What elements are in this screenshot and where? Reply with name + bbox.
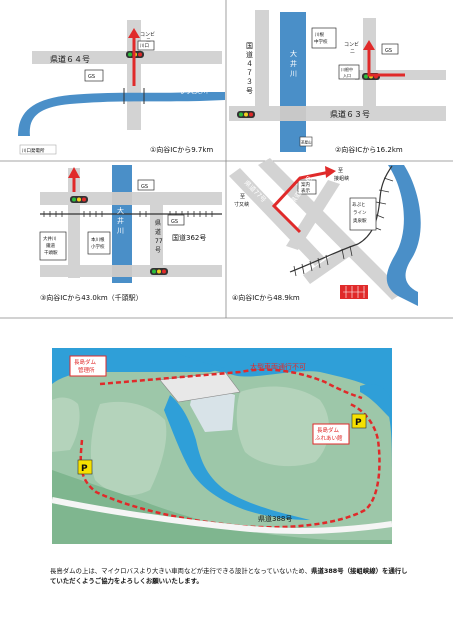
svg-text:表示: 表示	[301, 187, 310, 194]
svg-text:７: ７	[246, 69, 253, 77]
panel-4-sign-label: 案内	[301, 181, 310, 188]
svg-text:３: ３	[246, 78, 253, 86]
panel-2-chaya-label: 茶屋山	[301, 140, 312, 145]
panel-3-map: 大 井 川 GS GS 県 道 77 号 国道362号 本川根 小学校 大井川 …	[39, 165, 222, 302]
panel-3-river-label: 大	[117, 206, 124, 215]
panel-3-station-label: 大井川	[43, 235, 57, 242]
svg-text:管理所: 管理所	[78, 366, 95, 374]
dam-area-map: 長島ダム 管理所 大型車両通行不可 長島ダム ふれあい館 P P 県道388号	[51, 348, 393, 544]
svg-text:小学校: 小学校	[91, 243, 105, 250]
svg-text:ふれあい館: ふれあい館	[315, 434, 343, 442]
svg-text:77: 77	[155, 238, 163, 245]
dam-notice-label: 大型車両通行不可	[250, 362, 306, 371]
panel-2-river-label: 大	[290, 49, 297, 58]
panel-2-road-h-label: 県道６３号	[330, 109, 370, 119]
panel-1-river-label: 伊久美川	[180, 86, 208, 95]
svg-text:号: 号	[155, 247, 161, 254]
svg-text:千頭駅: 千頭駅	[44, 249, 58, 256]
svg-text:道: 道	[155, 228, 161, 236]
svg-text:寸又峡: 寸又峡	[234, 201, 249, 208]
panel-4-caption: ④向谷ICから48.9km	[232, 293, 300, 302]
svg-text:号: 号	[246, 87, 253, 95]
parking-a-label: P	[81, 464, 88, 474]
dam-road-label: 県道388号	[258, 514, 292, 523]
panel-1-kawaguchi-label: 川口	[140, 43, 149, 49]
svg-text:接岨峡: 接岨峡	[334, 175, 349, 182]
svg-text:川: 川	[117, 227, 124, 235]
panel-2-iriguchi-label: 川根中	[341, 66, 353, 72]
svg-text:奥泉駅: 奥泉駅	[353, 217, 367, 224]
panel-4-station-label: あぷと	[352, 202, 366, 208]
panel-3-school-label: 本川根	[91, 236, 105, 243]
panel-1-caption: ①向谷ICから9.7km	[150, 145, 213, 154]
panel-3-gs-b-label: GS	[171, 219, 178, 225]
svg-text:川: 川	[290, 70, 297, 78]
panel-2-road-v-label: 国	[246, 42, 253, 50]
svg-text:ニ: ニ	[146, 38, 151, 44]
panel-3-road-b-label: 国道362号	[172, 233, 206, 242]
panel-2-caption: ②向谷ICから16.2km	[335, 145, 403, 154]
panel-2-konbini-label: コンビ	[344, 41, 359, 48]
svg-text:ライン: ライン	[353, 210, 367, 216]
panel-3-gs-a-label: GS	[141, 184, 148, 190]
panel-4-sumatakyo-label: 至	[240, 194, 245, 200]
svg-text:井: 井	[117, 216, 124, 225]
dam-park-label: 長島ダム	[317, 426, 340, 434]
panel-4-sessokyo-label: 至	[338, 168, 343, 174]
svg-text:中学校: 中学校	[314, 38, 328, 45]
panel-3-caption: ③向谷ICから43.0km（千頭駅）	[40, 293, 143, 302]
panel-1-road-label: 県道６４号	[50, 54, 90, 64]
panel-1-konbini-label: コンビ	[140, 31, 155, 38]
svg-text:入口: 入口	[343, 73, 351, 78]
panel-3-road-a-label: 県	[155, 220, 161, 227]
panel-1-station-label: 川口発電所	[22, 147, 45, 154]
svg-text:道: 道	[246, 50, 253, 59]
panel-2-map: 大 井 川 国 道 ４ ７ ３ 号 県道６３号 GS 川根 中学校 川根中 入口…	[229, 10, 446, 154]
svg-text:ニ: ニ	[350, 49, 355, 55]
svg-text:４: ４	[246, 60, 253, 68]
note-text: 長島ダムの上は、マイクロバスより大きい車両などが走行できる設計となっていないため…	[50, 567, 408, 585]
panel-1-map: 県道６４号 伊久美川 GS 川口 コンビ ニ 川口発電所 ①向谷ICから9.7k…	[18, 20, 225, 155]
svg-text:鐵道: 鐵道	[46, 242, 55, 249]
panel-4-map: 県道77号 県道388号 案内 表示 至 接岨峡 至 寸又峡 あぷと ライン 奥…	[229, 158, 421, 306]
panel-2-gs-label: GS	[385, 48, 392, 54]
panel-1-gs-label: GS	[88, 74, 95, 80]
parking-b-label: P	[355, 418, 362, 428]
svg-text:井: 井	[290, 59, 297, 68]
dam-management-label: 長島ダム	[74, 358, 97, 366]
panel-2-school-label: 川根	[315, 31, 324, 38]
